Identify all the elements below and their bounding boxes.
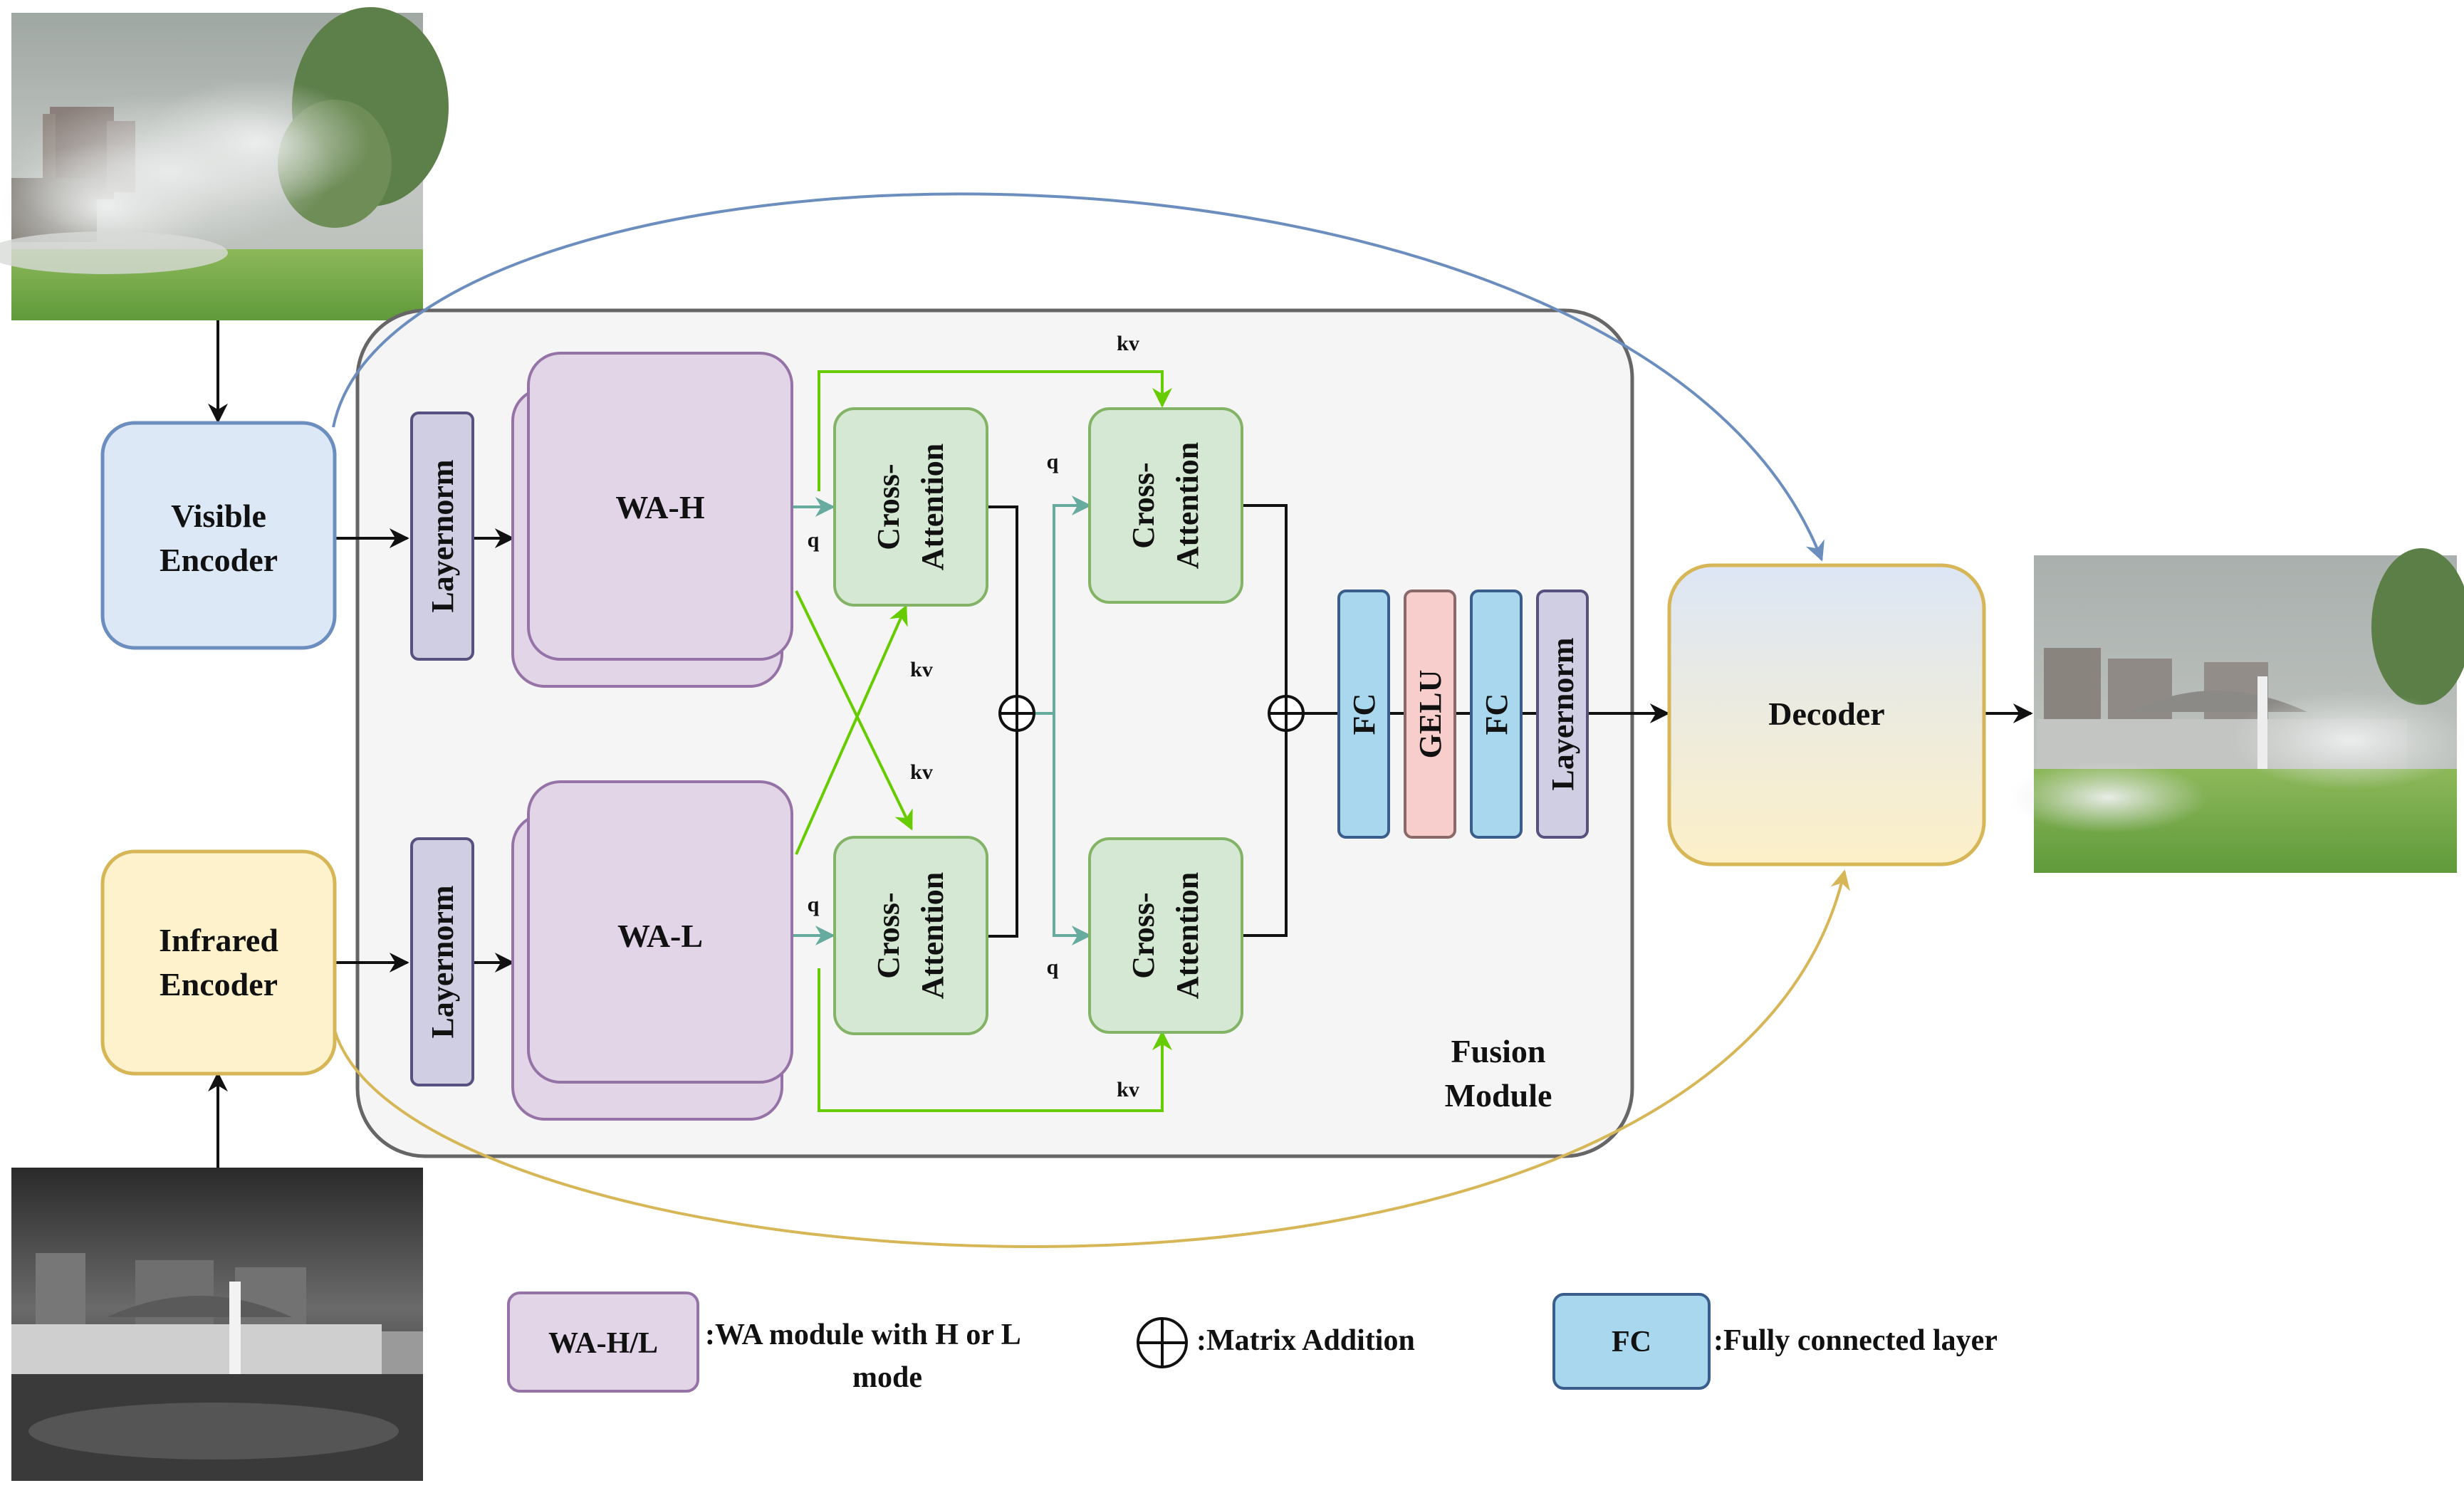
fusion-module-label-line1: Fusion (1451, 1033, 1546, 1069)
cross-attention-3: Cross- Attention (1088, 407, 1243, 604)
infrared-to-decoder-skip (332, 869, 1850, 1248)
legend-fc-swatch (1552, 1293, 1711, 1390)
visible-encoder-label-line1: Visible (171, 498, 266, 534)
visible-encoder-block: Visible Encoder (100, 421, 337, 650)
svg-text:FC: FC (1479, 693, 1514, 735)
matrix-addition-icon (1268, 695, 1305, 732)
decoder-label: Decoder (1768, 696, 1884, 732)
kv-label: kv (910, 658, 933, 681)
kv-connectors (795, 370, 1172, 1112)
fusion-module-label-line2: Module (1445, 1077, 1552, 1114)
legend-wa-box-label: WA-H/L (548, 1327, 658, 1360)
legend-matrix-addition-icon (1137, 1317, 1188, 1368)
infrared-input-image (11, 1168, 423, 1481)
svg-text:Layernorm: Layernorm (1545, 637, 1580, 790)
q-label: q (1047, 955, 1059, 979)
legend-wa-swatch (507, 1291, 699, 1393)
visible-input-image (0, 7, 449, 320)
fused-output-image (2008, 548, 2464, 873)
legend-fc-box-label: FC (1612, 1326, 1651, 1358)
wa-h-module: WA-H (511, 352, 793, 688)
svg-text:Attention: Attention (1170, 872, 1205, 999)
svg-text:FC: FC (1347, 693, 1382, 735)
svg-text:Layernorm: Layernorm (425, 885, 460, 1038)
legend-wa-desc-line1: :WA module with H or L (705, 1319, 1021, 1351)
kv-label: kv (1117, 1078, 1139, 1101)
svg-text:Attention: Attention (915, 444, 950, 570)
cross-attention-1: Cross- Attention (833, 407, 988, 607)
legend-fc-desc: :Fully connected layer (1713, 1324, 1998, 1357)
layernorm-output: Layernorm (1536, 590, 1589, 839)
svg-text:Layernorm: Layernorm (425, 459, 460, 612)
cross-attention-4: Cross- Attention (1088, 837, 1243, 1034)
svg-text:GELU: GELU (1413, 670, 1448, 759)
decoder-block: Decoder (1667, 563, 1986, 866)
kv-label: kv (1117, 332, 1139, 355)
infrared-encoder-block: Infrared Encoder (100, 849, 337, 1076)
svg-text:Attention: Attention (1170, 442, 1205, 569)
gelu-layer: GELU (1404, 590, 1456, 839)
black-connectors (208, 320, 2033, 1168)
svg-text:Cross-: Cross- (1126, 462, 1161, 548)
q-label: q (808, 528, 820, 552)
layernorm-visible: Layernorm (410, 412, 474, 661)
wa-h-label: WA-H (615, 489, 704, 525)
legend-wa-desc-line2: mode (852, 1361, 922, 1394)
legend-matrix-addition-label: :Matrix Addition (1196, 1324, 1415, 1357)
q-connectors (792, 496, 1092, 945)
infrared-encoder-label-line2: Encoder (160, 966, 278, 1002)
matrix-addition-icon (998, 695, 1035, 732)
svg-text:Attention: Attention (915, 872, 950, 999)
q-label: q (808, 893, 820, 916)
layernorm-infrared: Layernorm (410, 837, 474, 1086)
svg-text:Cross-: Cross- (1126, 892, 1161, 978)
wa-l-label: WA-L (617, 918, 703, 954)
svg-text:Cross-: Cross- (871, 892, 906, 978)
kv-label: kv (910, 760, 933, 784)
q-label: q (1047, 450, 1059, 473)
edge-labels: q q q q kv kv kv kv (808, 332, 1139, 1101)
svg-text:Cross-: Cross- (871, 463, 906, 550)
visible-encoder-label-line2: Encoder (160, 542, 278, 578)
fc-layer-2: FC (1470, 590, 1523, 839)
legend: WA-H/L :WA module with H or L mode :Matr… (507, 1291, 1998, 1394)
cross-attention-2: Cross- Attention (833, 836, 988, 1035)
wa-l-module: WA-L (511, 780, 793, 1121)
visible-to-decoder-skip (332, 192, 1824, 562)
infrared-encoder-label-line1: Infrared (159, 922, 278, 958)
fc-layer-1: FC (1337, 590, 1390, 839)
